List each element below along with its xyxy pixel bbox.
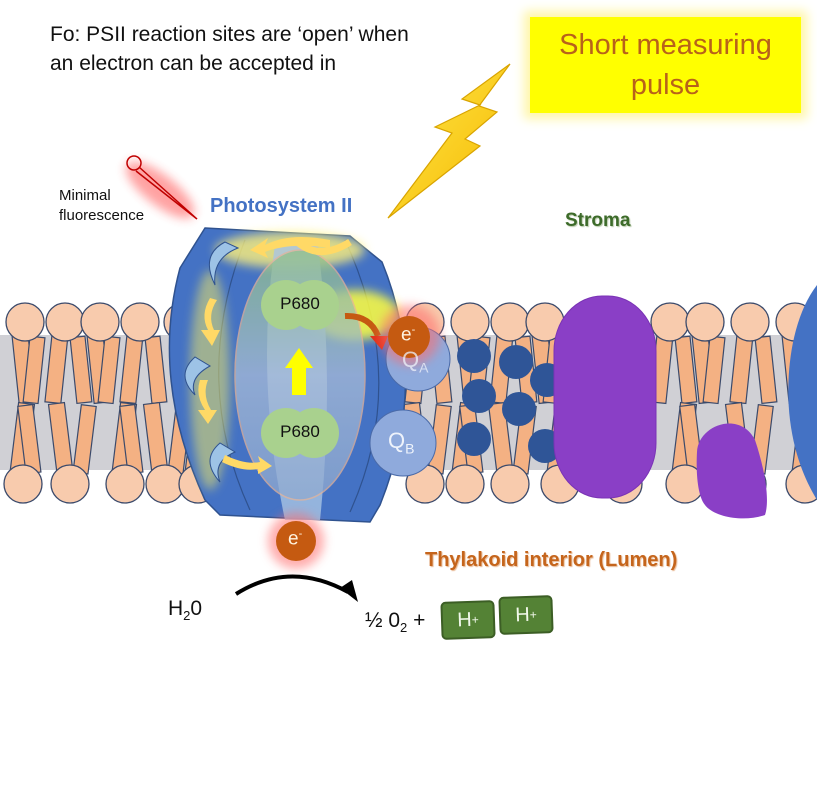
- electron-symbol: e: [288, 528, 299, 550]
- pulse-line-1: Short measuring: [559, 29, 772, 61]
- plastoquinone: [502, 392, 536, 426]
- lipid-head: [650, 302, 690, 342]
- lipid-head: [5, 302, 45, 342]
- qa-label: QA: [402, 347, 428, 375]
- stroma-label: Stroma: [565, 210, 631, 231]
- proton-h: H: [456, 608, 473, 631]
- pulse-line-2: pulse: [630, 69, 701, 101]
- p680-top-label: P680: [280, 294, 320, 313]
- minimal-fluorescence-label: Minimal fluorescence: [59, 186, 144, 226]
- energy-transfer-arrows: [198, 236, 330, 474]
- lipid-head: [105, 464, 145, 504]
- plastoquinone: [457, 422, 491, 456]
- water-sub: 2: [183, 608, 191, 624]
- lipid-head: [80, 302, 120, 342]
- caption-line-2: an electron can be accepted in: [50, 52, 337, 75]
- qb-circle: [369, 409, 437, 477]
- reaction-arrow: [234, 574, 349, 596]
- lipid-head: [450, 302, 490, 342]
- oxygen-product: ½ 02 +: [365, 609, 425, 635]
- lipid-head: [3, 464, 43, 504]
- proton-badge: H+: [440, 600, 496, 640]
- electron-lumen: [276, 521, 316, 561]
- qb-main: Q: [388, 428, 406, 453]
- lipid-head: [445, 464, 485, 504]
- proton-h: H: [514, 603, 531, 626]
- lipid-head: [45, 302, 85, 342]
- caption-line-1: Fo: PSII reaction sites are ‘open’ when: [50, 23, 409, 46]
- small-protein: [696, 423, 767, 519]
- proton-badge: H+: [498, 595, 554, 635]
- electron-qa: [388, 316, 430, 358]
- lipid-head: [490, 302, 530, 342]
- lipid-head: [145, 464, 185, 504]
- electron-charge: -: [411, 324, 416, 336]
- qb-sub: B: [405, 440, 415, 457]
- glow: [190, 270, 230, 490]
- plastoquinone: [499, 345, 533, 379]
- lipid-head: [120, 302, 160, 342]
- plastoquinone: [462, 379, 496, 413]
- photosystem-ii-title: Photosystem II: [210, 195, 353, 217]
- oxygen-sub: 2: [400, 620, 408, 636]
- plastoquinone: [457, 339, 491, 373]
- electron-transfer-arrow: [344, 312, 381, 338]
- proton-charge: +: [529, 607, 537, 622]
- electron-qa-label: e-: [401, 324, 415, 346]
- excitation-arrow: [285, 348, 313, 395]
- caption: Fo: PSII reaction sites are ‘open’ when …: [50, 20, 409, 78]
- lipid-head: [730, 302, 770, 342]
- min-fluor-line-2: fluorescence: [59, 207, 145, 224]
- p680-bottom-lobe: [289, 408, 339, 458]
- antenna-piece: [209, 442, 237, 483]
- right-protein: [788, 285, 817, 500]
- photosystem-ii-complex: [168, 227, 407, 523]
- water-reactant: H20: [168, 597, 202, 623]
- electron-lumen-label: e-: [288, 528, 302, 550]
- lightning-bolt-icon: [387, 63, 511, 219]
- fluorescence-emission-icon: [126, 155, 198, 220]
- qa-main: Q: [402, 347, 420, 372]
- p680-top-lobe: [289, 280, 339, 330]
- electron-symbol: e: [401, 324, 412, 346]
- cytochrome-protein: [553, 295, 657, 499]
- measuring-pulse-box: Short measuring pulse: [530, 17, 801, 113]
- antenna-piece: [208, 241, 240, 286]
- electron-charge: -: [298, 528, 303, 540]
- antenna-piece: [184, 356, 212, 396]
- lipid-head: [490, 464, 530, 504]
- psii-inner-line: [344, 239, 380, 513]
- qb-label: QB: [388, 428, 414, 456]
- water-h: H: [168, 597, 184, 620]
- reaction-arrowhead: [340, 580, 358, 602]
- lumen-label: Thylakoid interior (Lumen): [425, 549, 678, 571]
- proton-charge: +: [471, 612, 479, 627]
- min-fluor-line-1: Minimal: [59, 187, 111, 204]
- water-o: 0: [190, 597, 203, 620]
- lipid-head: [50, 464, 90, 504]
- lipid-head: [685, 302, 725, 342]
- plus-sign: +: [407, 609, 426, 632]
- oxygen-prefix: ½ 0: [365, 609, 401, 632]
- p680-bottom-label: P680: [280, 422, 320, 441]
- arc-arrow: [292, 237, 352, 255]
- qa-sub: A: [419, 359, 429, 376]
